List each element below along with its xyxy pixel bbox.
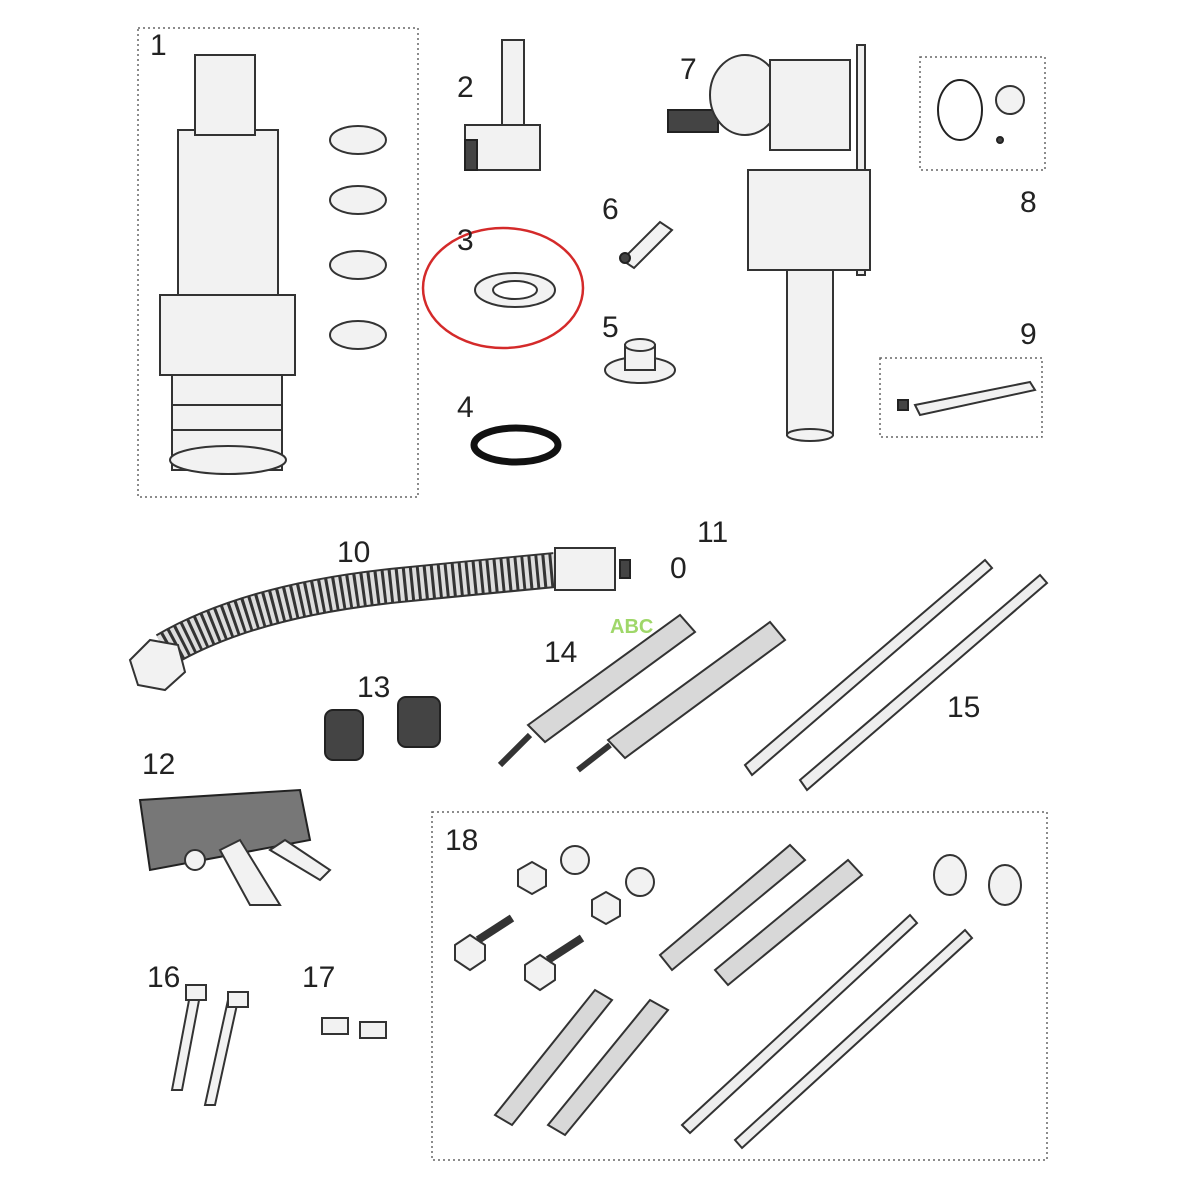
part-11-glyph: 0 [670, 552, 687, 585]
part-15-rods [743, 558, 1049, 792]
label-part-14: 14 [544, 636, 577, 669]
label-part-10: 10 [337, 536, 370, 569]
label-part-1: 1 [150, 29, 167, 62]
label-part-15: 15 [947, 691, 980, 724]
label-part-7: 7 [680, 53, 697, 86]
part-10-hose [128, 547, 631, 692]
label-part-3: 3 [457, 224, 474, 257]
part-1-rings [329, 125, 387, 350]
label-part-17: 17 [302, 961, 335, 994]
part-13-bushings [324, 696, 441, 761]
label-part-4: 4 [457, 391, 474, 424]
group-box-8 [919, 56, 1046, 171]
highlight-circle [421, 226, 585, 350]
group-box-18 [431, 811, 1048, 1161]
part-7-fill-valve [667, 44, 871, 442]
group-box-9 [879, 357, 1043, 438]
part-1-flush-valve [159, 54, 296, 475]
watermark: ABC [610, 616, 653, 638]
label-part-18: 18 [445, 824, 478, 857]
label-part-11: 11 [697, 516, 728, 549]
label-part-9: 9 [1020, 318, 1037, 351]
part-5-seal [604, 338, 676, 384]
part-16-clips [170, 984, 249, 1106]
part-9-lever [897, 380, 1037, 417]
group-box-1 [137, 27, 419, 498]
part-8-seal-kit [937, 79, 1025, 144]
part-17-caps [321, 1017, 387, 1039]
label-part-16: 16 [147, 961, 180, 994]
label-part-8: 8 [1020, 186, 1037, 219]
label-part-5: 5 [602, 311, 619, 344]
part-18-mounting-kit [454, 843, 1022, 1150]
part-2-bracket [464, 39, 541, 171]
part-6-clip [619, 220, 674, 270]
part-12-bracket [138, 788, 332, 906]
label-part-6: 6 [602, 193, 619, 226]
label-part-12: 12 [142, 748, 175, 781]
part-4-o-ring [470, 424, 562, 466]
label-part-2: 2 [457, 71, 474, 104]
part-14-anchors [497, 613, 787, 773]
label-part-13: 13 [357, 671, 390, 704]
part-3-washer [474, 272, 556, 308]
